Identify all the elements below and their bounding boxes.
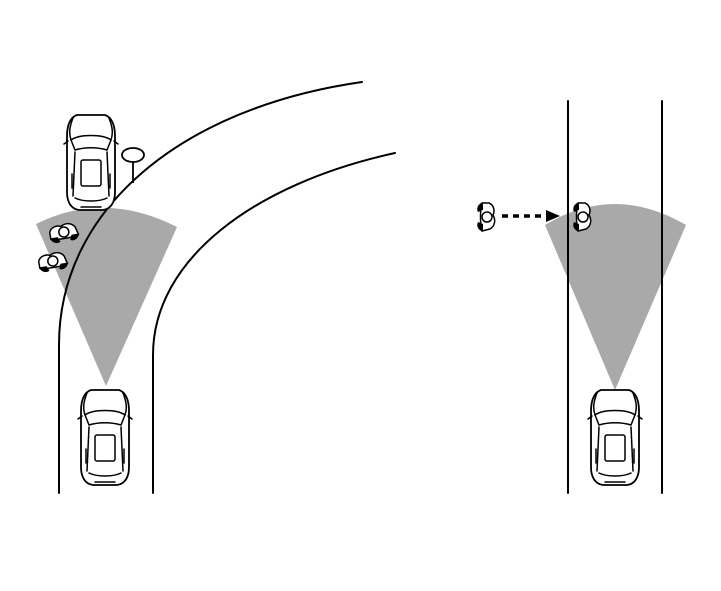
- parked-car: [63, 114, 119, 211]
- road-edge-left-outer: [58, 81, 363, 494]
- right-scene: [476, 100, 686, 494]
- left-scene: [35, 81, 396, 494]
- crossing-pedestrian-icon: [572, 201, 592, 233]
- pedestrian-start-icon: [476, 201, 496, 233]
- detection-cone-right: [545, 204, 686, 390]
- ego-car-right: [587, 389, 643, 486]
- roadside-sign: [121, 147, 145, 183]
- detection-cone-left: [36, 207, 177, 386]
- ego-car-left: [77, 389, 133, 486]
- road-edge-left-inner: [152, 152, 396, 494]
- pedestrian-path-dashed-arrow-icon: [502, 210, 560, 222]
